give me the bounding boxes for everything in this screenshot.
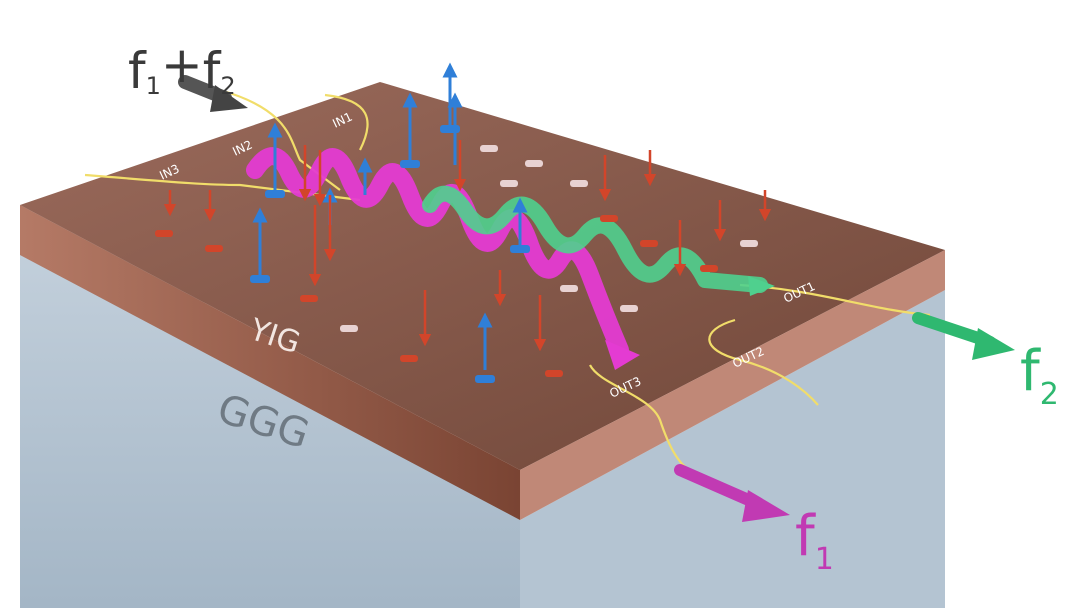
spin-wave-f2 (422, 185, 775, 296)
input-freq-label: f1+f2 (128, 36, 236, 100)
spin-bases-down (155, 145, 758, 377)
waveguide-in3 (84, 173, 361, 202)
spins-down (163, 140, 772, 352)
waveguide-out2 (708, 318, 819, 406)
output-f2-label: f2 (1020, 339, 1059, 412)
waveguide-in1 (324, 93, 369, 151)
waveguide-out3 (589, 364, 691, 471)
output-f1-label: f1 (795, 504, 834, 577)
input-arrow (178, 75, 248, 112)
yig-layer (20, 82, 945, 520)
output-arrow-f2 (912, 312, 1015, 360)
waveguide-in2 (219, 88, 341, 191)
output-arrow-f1 (674, 464, 790, 522)
spin-bases-up (250, 125, 530, 383)
